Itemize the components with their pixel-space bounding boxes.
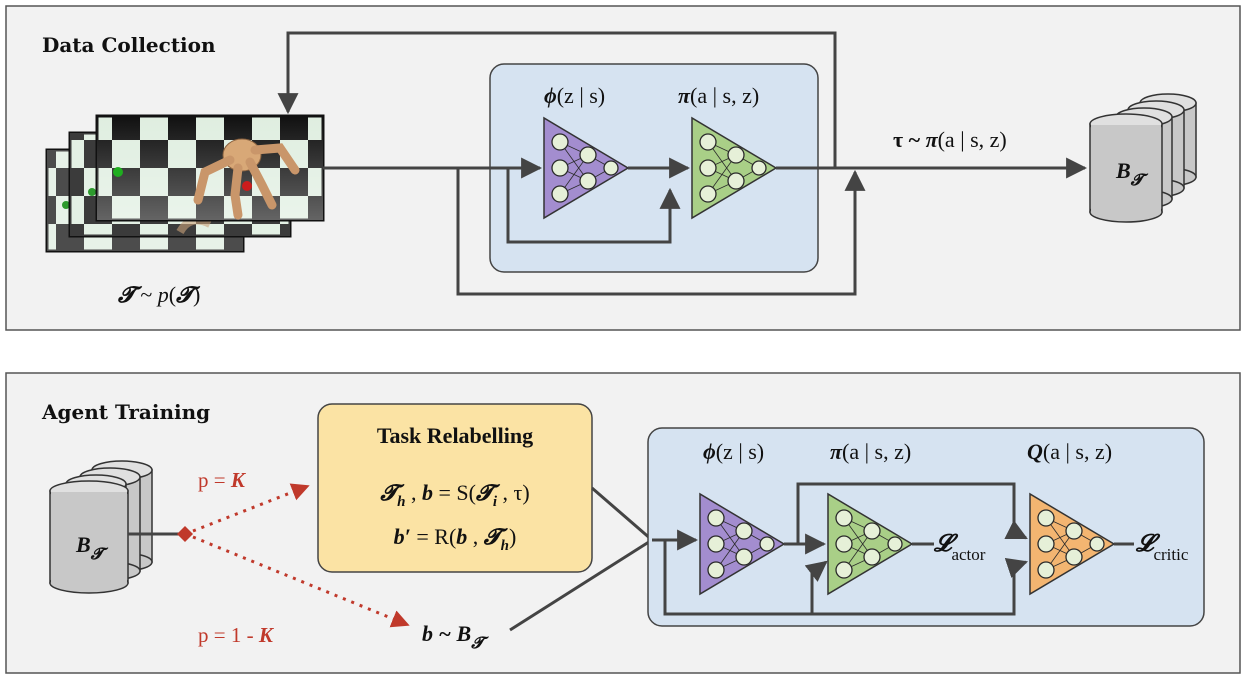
task-relabelling-box: Task Relabelling 𝓣h , b = S(𝓣i , τ) b′ =…	[317, 403, 593, 573]
collection-connectors	[277, 31, 1088, 296]
data-collection-title: Data Collection	[42, 33, 216, 57]
collection-encoder-label: ϕ(z | s)	[544, 83, 605, 108]
prob-k-label: p = K	[198, 468, 247, 492]
task-relabelling-title: Task Relabelling	[377, 423, 533, 448]
training-encoder-network	[699, 492, 786, 596]
prob-1mk-label: p = 1 - K	[198, 623, 275, 647]
training-merge-lines	[509, 486, 653, 632]
collection-replay-buffer	[1089, 93, 1197, 223]
agent-training-title: Agent Training	[41, 400, 210, 424]
goal-marker-green	[113, 167, 123, 177]
agent-training-panel: Agent Training B𝓣 p = K p = 1 - K Task R…	[5, 372, 1241, 674]
task-distribution-label: 𝓣 ~ p(𝓣)	[117, 282, 201, 307]
data-collection-panel: Data Collection	[5, 5, 1241, 331]
split-node	[177, 526, 193, 542]
environment-frames	[45, 114, 325, 253]
trajectory-label: τ ~ π(a | s, z)	[893, 127, 1007, 152]
training-policy-label: π(a | s, z)	[830, 439, 911, 464]
relabel-equation-1: 𝓣h , b = S(𝓣i , τ)	[379, 480, 529, 510]
training-agent-box	[647, 427, 1205, 627]
training-critic-network	[1029, 492, 1116, 596]
collection-policy-network	[691, 116, 778, 220]
env-frame-front	[95, 114, 325, 222]
goal-marker-red	[242, 181, 252, 191]
collection-policy-label: π(a | s, z)	[678, 83, 759, 108]
training-connectors	[652, 482, 1134, 616]
relabel-branch-arrow	[192, 483, 310, 533]
training-critic-label: Q(a | s, z)	[1027, 439, 1112, 464]
ant-robot	[193, 138, 300, 220]
training-policy-network	[827, 492, 914, 596]
collection-encoder-network	[543, 116, 630, 220]
training-replay-buffer	[49, 460, 153, 594]
training-encoder-label: ϕ(z | s)	[703, 439, 764, 464]
sample-branch-arrow	[192, 535, 410, 628]
